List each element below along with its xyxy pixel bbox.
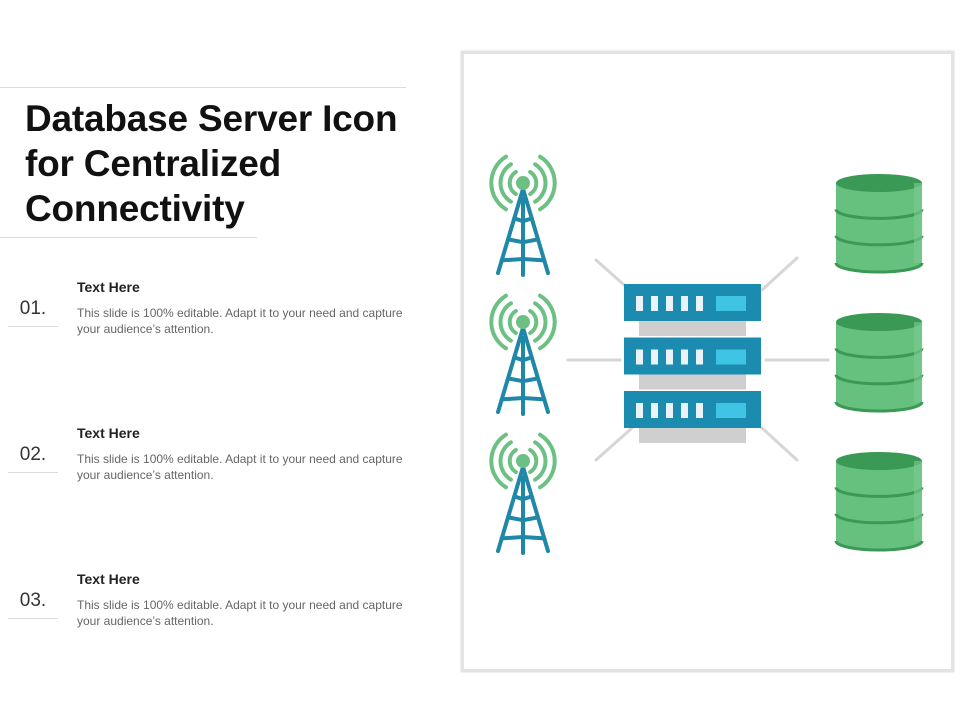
signal-waves-icon [489, 432, 557, 490]
signal-wave [498, 162, 513, 204]
server-shadow [639, 321, 746, 336]
item-number-rule [8, 326, 58, 327]
signal-wave [528, 447, 539, 475]
server-display [716, 403, 746, 418]
database-body [836, 183, 922, 272]
signal-wave [507, 169, 518, 197]
server-led [636, 296, 643, 311]
item-body: This slide is 100% editable. Adapt it to… [77, 452, 403, 482]
server-display [716, 296, 746, 311]
database-icon [834, 174, 924, 274]
signal-wave [538, 154, 557, 212]
connector-lines [566, 256, 830, 462]
connector-line [760, 256, 799, 292]
item-body: This slide is 100% editable. Adapt it to… [77, 598, 403, 628]
server-led [651, 349, 658, 365]
signal-wave [528, 308, 539, 336]
database-highlight [914, 183, 922, 263]
server-led [666, 296, 673, 311]
database-base [834, 540, 924, 552]
signal-wave [489, 154, 508, 212]
database-top [836, 452, 922, 470]
tower-frame [496, 326, 550, 416]
database-top [836, 174, 922, 192]
server-led [666, 349, 673, 365]
database-base [834, 401, 924, 413]
signal-wave [507, 308, 518, 336]
signal-waves-icon [489, 293, 557, 351]
item-number: 03. [19, 590, 47, 611]
signal-wave [507, 447, 518, 475]
item-number-rule [8, 618, 58, 619]
title-top-rule [0, 87, 406, 88]
signal-wave [489, 432, 508, 490]
item-number: 02. [19, 444, 47, 465]
server-led [681, 296, 688, 311]
server-led [651, 296, 658, 311]
signal-wave [489, 293, 508, 351]
server-led [666, 403, 673, 418]
server-display [716, 349, 746, 365]
signal-wave [538, 293, 557, 351]
signal-wave [538, 432, 557, 490]
server-led [696, 349, 703, 365]
database-highlight [914, 461, 922, 541]
server-led [696, 403, 703, 418]
tower-frame [496, 465, 550, 555]
server-led [651, 403, 658, 418]
item-number-rule [8, 472, 58, 473]
tower-beacon [516, 454, 530, 468]
signal-wave [498, 440, 513, 482]
server-led [696, 296, 703, 311]
database-highlight [914, 322, 922, 402]
server-shadow [639, 428, 746, 443]
antenna-tower-icon [489, 293, 557, 416]
database-body [836, 322, 922, 411]
item-heading: Text Here [77, 571, 140, 587]
item-number: 01. [19, 298, 47, 319]
signal-wave [533, 162, 548, 204]
item-heading: Text Here [77, 425, 140, 441]
tower-frame [496, 187, 550, 277]
server-led [636, 403, 643, 418]
connector-line [760, 426, 799, 462]
signal-wave [498, 301, 513, 343]
tower-beacon [516, 315, 530, 329]
database-icon [834, 313, 924, 413]
antenna-tower-icon [489, 432, 557, 555]
title-bottom-rule [0, 237, 257, 238]
connector-line [594, 426, 634, 462]
database-top [836, 313, 922, 331]
server-led [681, 403, 688, 418]
server-rack-icon [624, 284, 761, 443]
item-body: This slide is 100% editable. Adapt it to… [77, 306, 403, 336]
database-icon [834, 452, 924, 552]
item-heading: Text Here [77, 279, 140, 295]
antenna-tower-icon [489, 154, 557, 277]
signal-waves-icon [489, 154, 557, 212]
signal-wave [533, 440, 548, 482]
database-body [836, 461, 922, 550]
page-title: Database Server Icon for Centralized Con… [25, 98, 398, 229]
server-led [636, 349, 643, 365]
signal-wave [533, 301, 548, 343]
signal-wave [528, 169, 539, 197]
server-led [681, 349, 688, 365]
tower-beacon [516, 176, 530, 190]
database-base [834, 262, 924, 274]
server-shadow [639, 374, 746, 390]
